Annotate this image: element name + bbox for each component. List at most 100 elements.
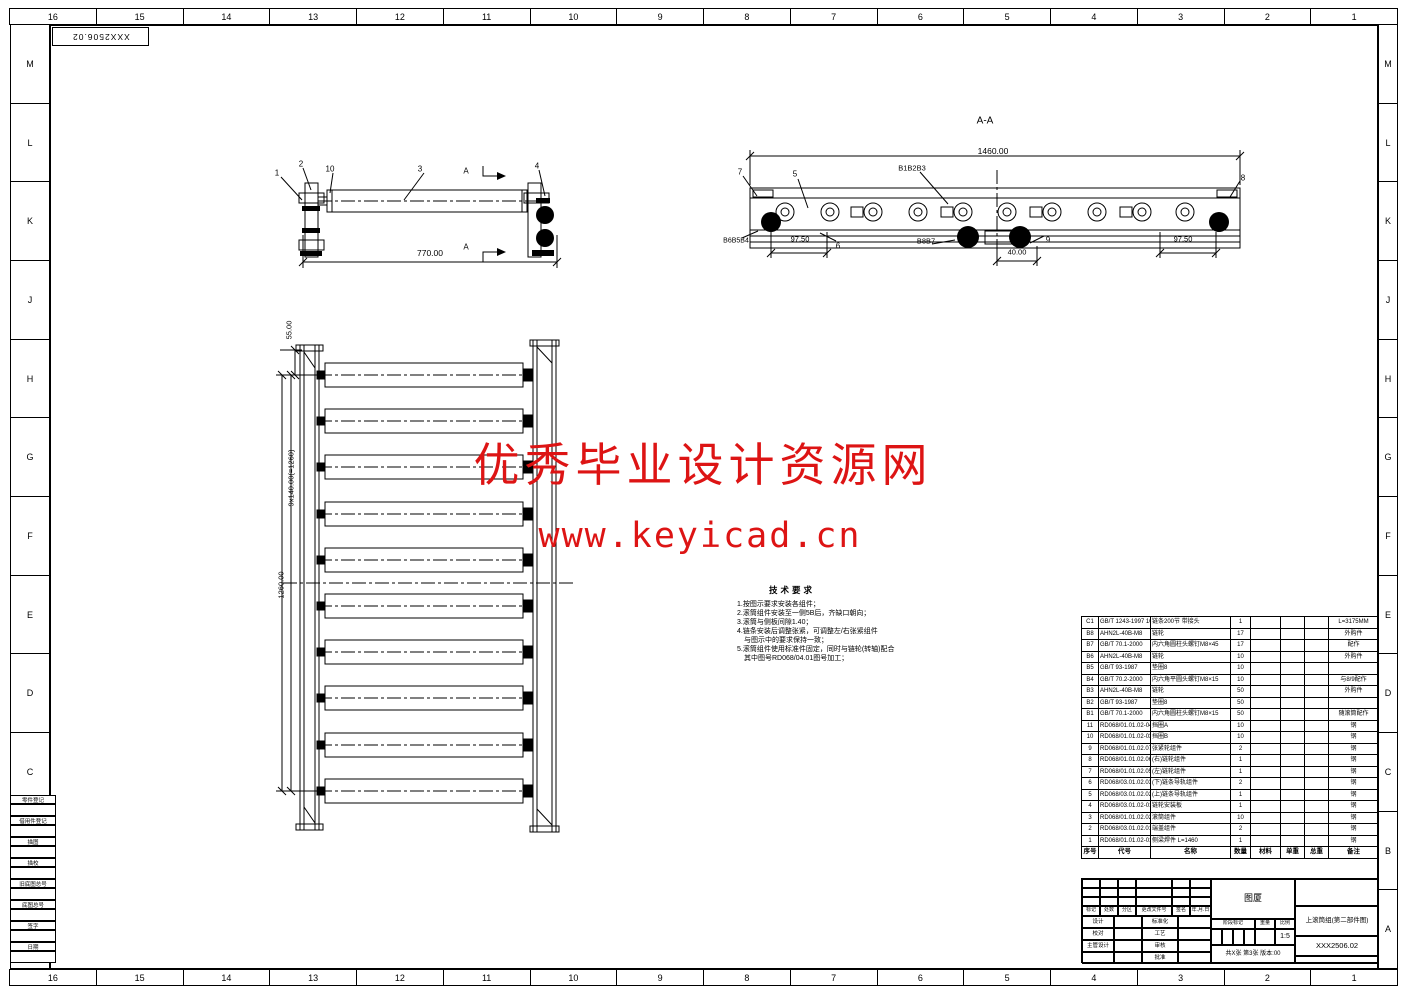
- titleblock-sign-cell: [1178, 916, 1211, 928]
- bom-cell: 链轮: [1150, 627, 1231, 640]
- bom-cell: [1250, 708, 1281, 721]
- bom-cell: 挡圈B: [1150, 731, 1231, 744]
- bom-cell: [1280, 708, 1305, 721]
- signature-strip-label: 日期: [10, 942, 56, 951]
- grid-column-label: 2: [1223, 969, 1312, 986]
- bom-cell: B5: [1081, 662, 1099, 675]
- bom-cell: [1304, 708, 1329, 721]
- bom-cell: (下)链条导轨组件: [1150, 777, 1231, 790]
- titleblock-sign-cell: [1114, 928, 1142, 940]
- bom-cell: 钢: [1328, 742, 1379, 755]
- titleblock-role-label: 标准化: [1142, 916, 1178, 928]
- grid-column-label: 10: [529, 8, 618, 25]
- bom-cell: [1250, 731, 1281, 744]
- bom-cell: [1304, 788, 1329, 801]
- dim-label: A: [463, 166, 469, 176]
- bom-cell: 端盖组件: [1150, 823, 1231, 836]
- grid-column-label: 15: [95, 969, 184, 986]
- bom-cell: [1304, 731, 1329, 744]
- signature-strip: 零件登记借用件登记描图描校旧底图总号底图总号签字日期: [10, 795, 56, 963]
- bom-cell: [1280, 731, 1305, 744]
- bom-cell: RD068/03.01.02.03: [1098, 777, 1151, 790]
- bom-cell: [1304, 811, 1329, 824]
- bom-cell: 1: [1230, 788, 1251, 801]
- dim-label: A: [463, 242, 469, 252]
- signature-strip-cell: [10, 867, 56, 879]
- bom-cell: [1280, 800, 1305, 813]
- bom-cell: AHN2L-40B-M8: [1098, 685, 1151, 698]
- titleblock-rev-header: 年.月.日: [1190, 906, 1211, 916]
- bom-cell: [1304, 650, 1329, 663]
- titleblock-stage-header: 比例: [1275, 919, 1295, 929]
- bom-cell: B8: [1081, 627, 1099, 640]
- titleblock-rev-cell: [1082, 888, 1100, 897]
- dim-label: 9: [1045, 235, 1051, 245]
- grid-row-label: D: [10, 653, 50, 734]
- bom-cell: 钢: [1328, 765, 1379, 778]
- grid-column-label: 5: [963, 8, 1051, 25]
- grid-column-label: 7: [789, 8, 878, 25]
- bom-header-cell: 单重: [1280, 846, 1305, 859]
- bom-cell: 6: [1081, 777, 1099, 790]
- bom-cell: [1250, 719, 1281, 732]
- grid-row-label: H: [1378, 338, 1398, 419]
- bom-cell: GB/T 70.1-2000: [1098, 639, 1151, 652]
- bom-header-cell: 总重: [1304, 846, 1329, 859]
- bom-cell: 钢: [1328, 754, 1379, 767]
- technical-note-line: 与图示中的要求保持一致；: [737, 637, 828, 644]
- signature-strip-cell: [10, 846, 56, 858]
- dim-label: B6B5B4: [723, 237, 749, 245]
- bom-cell: 内六角圆柱头螺钉M8×45: [1150, 639, 1231, 652]
- grid-row-label: K: [10, 181, 50, 262]
- titleblock-rev-header: 处数: [1100, 906, 1118, 916]
- grid-row-label: F: [10, 496, 50, 576]
- grid-column-label: 2: [1223, 8, 1312, 25]
- bom-cell: B2: [1081, 696, 1099, 709]
- bom-cell: [1250, 742, 1281, 755]
- grid-column-label: 4: [1050, 8, 1138, 25]
- bom-cell: L=3175MM: [1328, 616, 1379, 629]
- grid-column-label: 14: [182, 969, 271, 986]
- titleblock-rev-cell: [1118, 879, 1136, 888]
- titleblock-stage-header: 阶段标记: [1211, 919, 1255, 929]
- technical-note-line: 2.滚筒组件安装至一侧5B后，齐缺口朝向；: [737, 610, 871, 617]
- signature-strip-label: 底图总号: [10, 900, 56, 909]
- bom-cell: [1304, 834, 1329, 847]
- technical-note-line: 1.按图示要求安装各组件；: [737, 601, 820, 608]
- titleblock-rev-cell: [1118, 888, 1136, 897]
- bom-cell: [1304, 754, 1329, 767]
- grid-column-label: 11: [442, 969, 531, 986]
- grid-column-label: 9: [616, 969, 704, 986]
- dim-label: 55.00: [284, 320, 294, 340]
- bom-cell: 10: [1230, 811, 1251, 824]
- dim-label: 1: [274, 168, 280, 178]
- bom-cell: [1250, 754, 1281, 767]
- bom-cell: [1280, 788, 1305, 801]
- titleblock-rev-header: 分区: [1118, 906, 1136, 916]
- bom-cell: 随滚筒配作: [1328, 708, 1379, 721]
- grid-row-label: K: [1378, 181, 1398, 262]
- bom-cell: [1304, 673, 1329, 686]
- bom-cell: [1280, 673, 1305, 686]
- titleblock-stage-header: 重量: [1255, 919, 1275, 929]
- titleblock-stage-cell: [1233, 929, 1244, 945]
- bom-cell: [1304, 719, 1329, 732]
- bom-cell: 1: [1081, 834, 1099, 847]
- titleblock-sign-cell: [1178, 928, 1211, 940]
- bom-cell: (上)链条导轨组件: [1150, 788, 1231, 801]
- grid-row-label: H: [10, 338, 50, 419]
- grid-column-label: 3: [1136, 969, 1225, 986]
- titleblock-role-label: [1082, 952, 1114, 964]
- grid-column-label: 9: [616, 8, 704, 25]
- bom-cell: [1250, 777, 1281, 790]
- bom-cell: GB/T 70.1-2000: [1098, 708, 1151, 721]
- bom-cell: 配作: [1328, 639, 1379, 652]
- bom-cell: [1250, 696, 1281, 709]
